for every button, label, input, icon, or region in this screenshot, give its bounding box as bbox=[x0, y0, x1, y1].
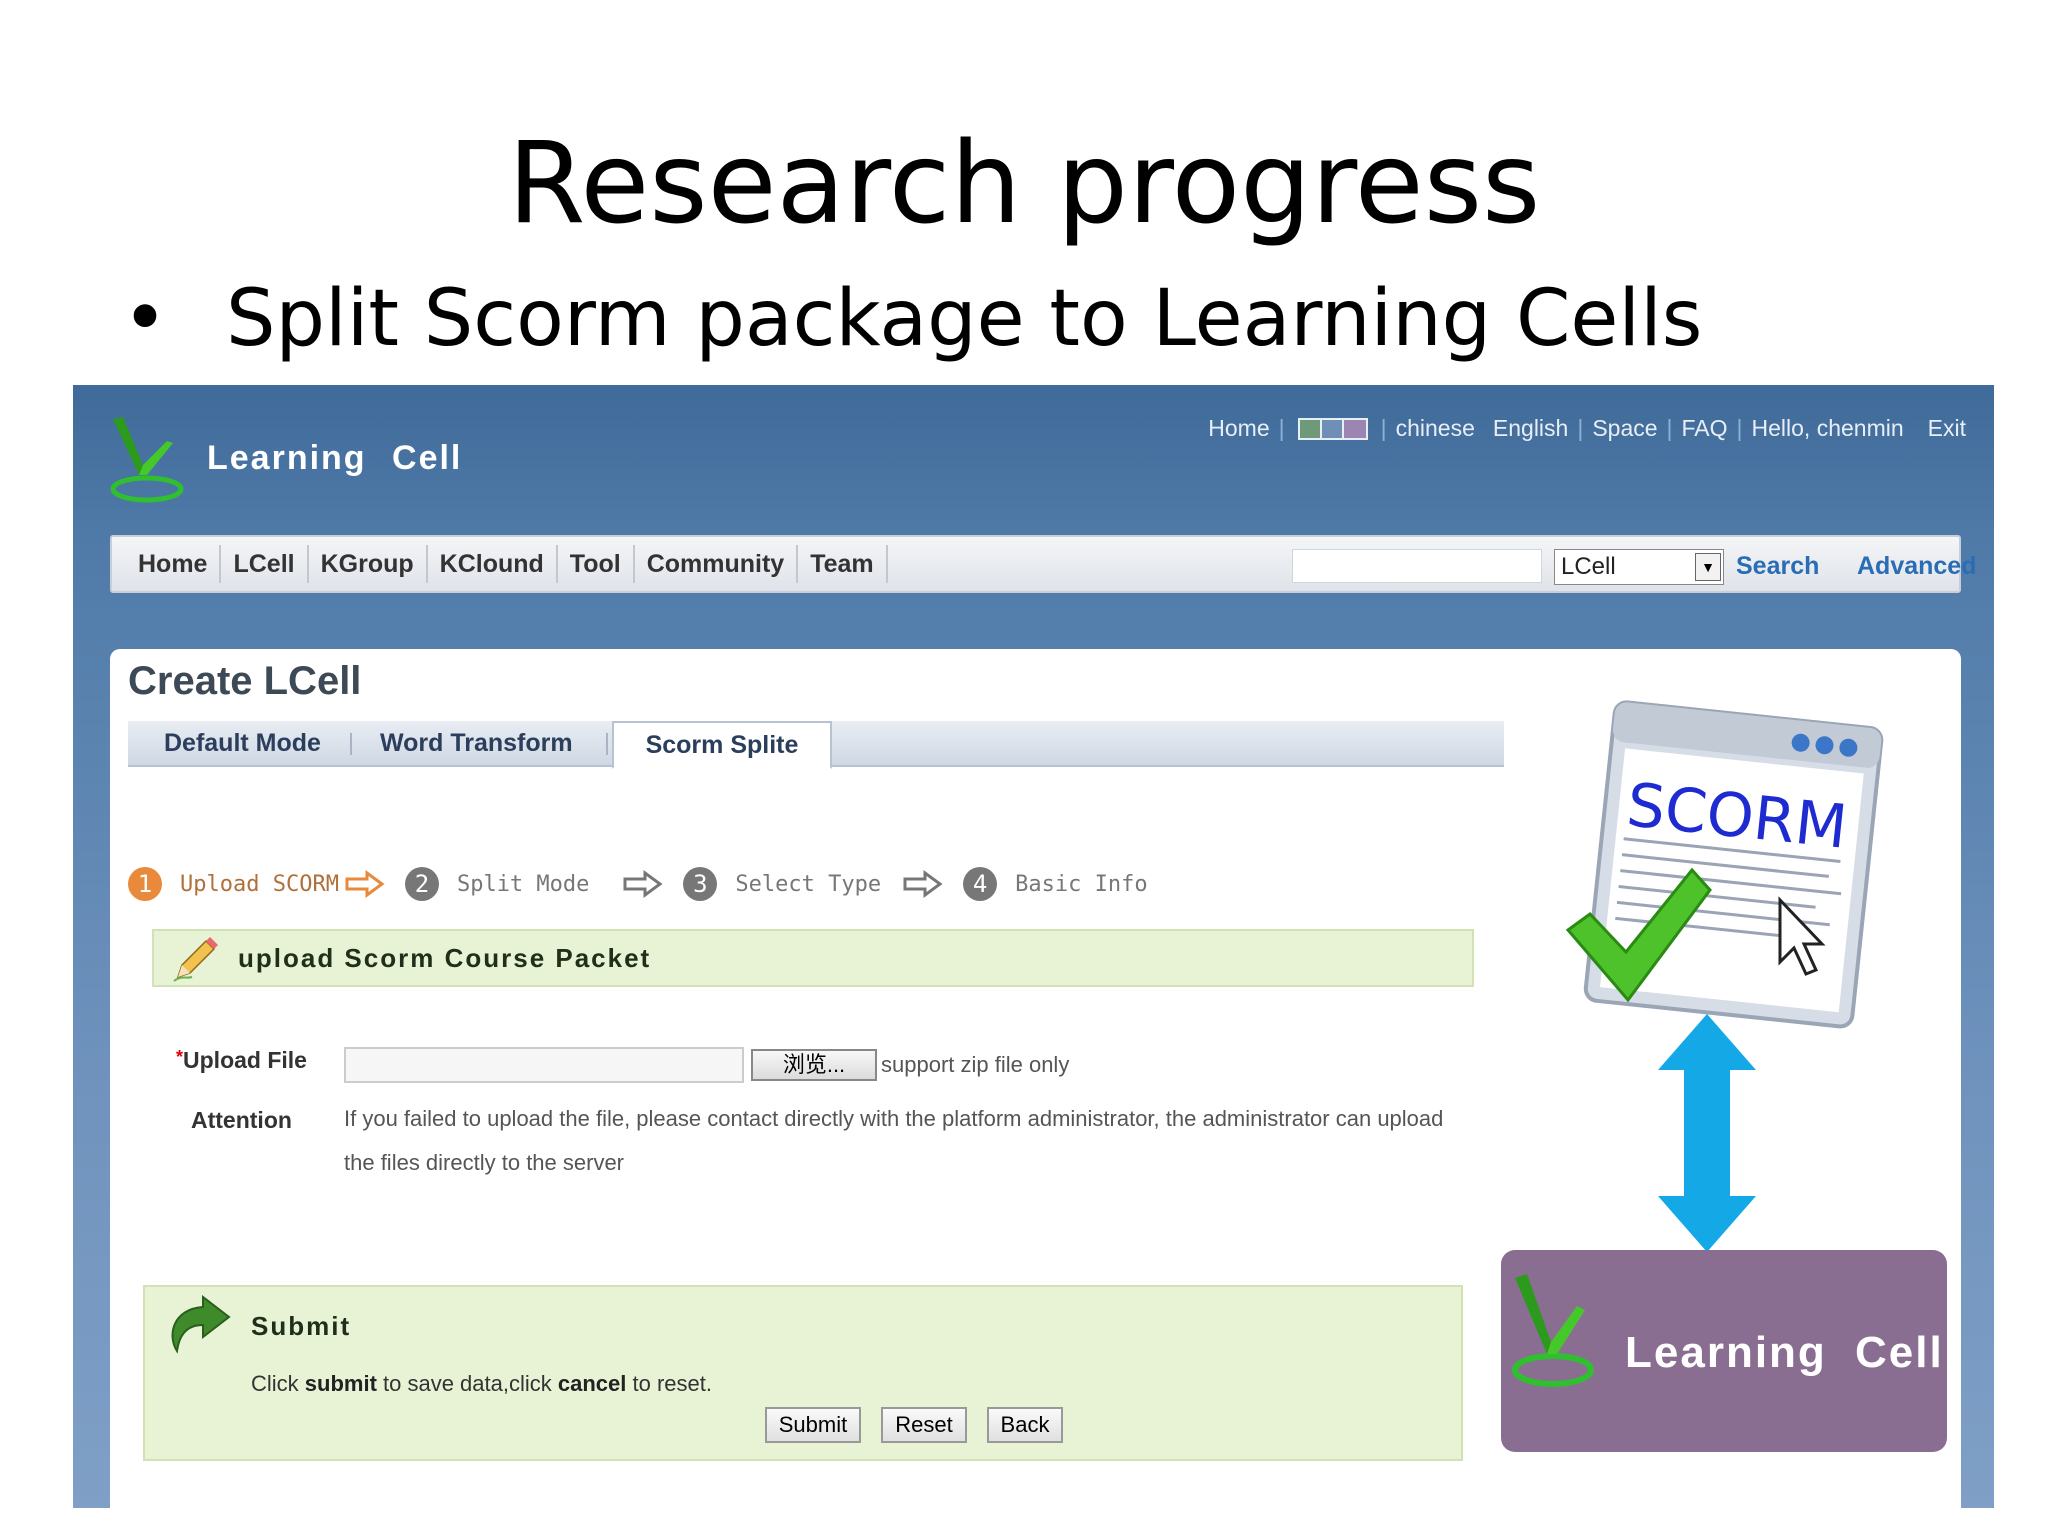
learning-cell-badge: Learning Cell bbox=[1501, 1250, 1947, 1452]
submit-instructions: Click submit to save data,click cancel t… bbox=[251, 1371, 712, 1397]
submit-section: Submit Click submit to save data,click c… bbox=[143, 1285, 1463, 1461]
search-scope-select[interactable]: LCell ▼ bbox=[1554, 549, 1724, 585]
bullet-dot: • bbox=[122, 274, 169, 364]
reset-button[interactable]: Reset bbox=[881, 1407, 967, 1443]
upload-file-text: Upload File bbox=[183, 1047, 307, 1073]
separator: | bbox=[1577, 415, 1584, 441]
nav-item-community[interactable]: Community bbox=[635, 545, 799, 583]
wizard-steps: 1 Upload SCORM 2 Split Mode 3 Select Typ… bbox=[128, 867, 1148, 901]
upload-section-header: upload Scorm Course Packet bbox=[152, 929, 1474, 987]
tab-scorm-splite[interactable]: Scorm Splite bbox=[612, 721, 832, 769]
scorm-window-icon: SCORM bbox=[1565, 700, 1884, 1252]
nav-item-home[interactable]: Home bbox=[126, 545, 222, 583]
learning-cell-logo-icon bbox=[1512, 1274, 1594, 1387]
instr-part: to reset. bbox=[626, 1371, 712, 1396]
step-number: 3 bbox=[683, 867, 718, 901]
chevron-down-icon[interactable]: ▼ bbox=[1695, 553, 1721, 581]
search-link[interactable]: Search bbox=[1736, 552, 1820, 580]
instr-cancel-word: cancel bbox=[557, 1371, 627, 1396]
tab-word-transform[interactable]: Word Transform bbox=[380, 729, 573, 757]
step-label: Upload SCORM bbox=[180, 871, 339, 897]
section-title: upload Scorm Course Packet bbox=[238, 943, 652, 973]
instr-part: to save data,click bbox=[376, 1371, 558, 1396]
separator: | bbox=[1736, 415, 1743, 441]
search-input[interactable] bbox=[1292, 549, 1542, 583]
top-faq-link[interactable]: FAQ bbox=[1681, 415, 1728, 441]
top-links: Home | | chinese English | Space | FAQ |… bbox=[1208, 415, 1966, 442]
instr-part: Click bbox=[251, 1371, 305, 1396]
advanced-search-link[interactable]: Advanced bbox=[1857, 552, 1977, 580]
double-arrow-icon bbox=[1658, 1014, 1756, 1252]
attention-label: Attention bbox=[191, 1107, 292, 1133]
tab-divider bbox=[350, 733, 352, 755]
submit-button[interactable]: Submit bbox=[765, 1407, 861, 1443]
tab-default-mode[interactable]: Default Mode bbox=[164, 729, 321, 757]
mode-tabs: Default Mode Word Transform Scorm Splite bbox=[128, 721, 1504, 769]
step-label: Split Mode bbox=[456, 871, 590, 897]
slide-title: Research progress bbox=[507, 119, 1541, 249]
theme-swatch-green[interactable] bbox=[1299, 419, 1322, 438]
step-number: 2 bbox=[404, 867, 439, 901]
brand-name: Learning Cell bbox=[207, 438, 463, 477]
top-space-link[interactable]: Space bbox=[1592, 415, 1658, 441]
upload-file-label: *Upload File bbox=[176, 1047, 307, 1074]
cursor-icon bbox=[1778, 896, 1826, 976]
step-label: Basic Info bbox=[1015, 871, 1148, 897]
submit-section-title: Submit bbox=[251, 1311, 352, 1341]
support-note: support zip file only bbox=[881, 1052, 1070, 1077]
nav-item-tool[interactable]: Tool bbox=[558, 545, 635, 583]
page-title: Create LCell bbox=[128, 659, 362, 703]
step-arrow-icon bbox=[623, 870, 663, 898]
submit-arrow-icon bbox=[171, 1295, 231, 1354]
nav-item-kgroup[interactable]: KGroup bbox=[309, 545, 428, 583]
main-nav: Home LCell KGroup KClound Tool Community… bbox=[110, 535, 1976, 593]
top-home-link[interactable]: Home bbox=[1208, 415, 1270, 441]
theme-swatches bbox=[1297, 417, 1368, 440]
top-chinese-link[interactable]: chinese bbox=[1395, 415, 1475, 441]
brand[interactable]: Learning Cell bbox=[109, 413, 462, 503]
bullet-text: Split Scorm package to Learning Cells bbox=[226, 274, 1703, 364]
theme-swatch-blue[interactable] bbox=[1321, 419, 1344, 438]
badge-brand-name: Learning Cell bbox=[1625, 1328, 1944, 1377]
separator: | bbox=[1278, 415, 1285, 441]
learning-cell-logo-icon bbox=[110, 417, 184, 503]
search-scope-value: LCell bbox=[1561, 553, 1616, 580]
instr-submit-word: submit bbox=[304, 1371, 377, 1396]
attention-text: If you failed to upload the file, please… bbox=[344, 1106, 1444, 1175]
step-number: 4 bbox=[963, 867, 998, 901]
slide-bullet: •Split Scorm package to Learning Cells bbox=[122, 280, 1702, 358]
pencil-icon bbox=[173, 937, 218, 982]
step-label: Select Type bbox=[735, 871, 882, 897]
back-button[interactable]: Back bbox=[987, 1407, 1063, 1443]
theme-swatch-purple[interactable] bbox=[1343, 419, 1366, 438]
tab-divider bbox=[606, 733, 608, 755]
separator: | bbox=[1380, 415, 1387, 441]
file-path-input[interactable] bbox=[344, 1047, 744, 1083]
separator: | bbox=[1666, 415, 1673, 441]
nav-item-kclound[interactable]: KClound bbox=[428, 545, 558, 583]
required-mark: * bbox=[176, 1047, 184, 1067]
top-exit-link[interactable]: Exit bbox=[1927, 415, 1966, 441]
browse-button[interactable]: 浏览... bbox=[751, 1049, 877, 1081]
nav-item-lcell[interactable]: LCell bbox=[221, 545, 309, 583]
step-arrow-icon bbox=[345, 870, 385, 898]
user-greeting[interactable]: Hello, chenmin bbox=[1751, 415, 1904, 441]
step-number: 1 bbox=[128, 867, 162, 901]
step-arrow-icon bbox=[903, 870, 943, 898]
nav-item-team[interactable]: Team bbox=[798, 545, 888, 583]
checkmark-icon bbox=[1565, 867, 1712, 1003]
top-english-link[interactable]: English bbox=[1492, 415, 1569, 441]
